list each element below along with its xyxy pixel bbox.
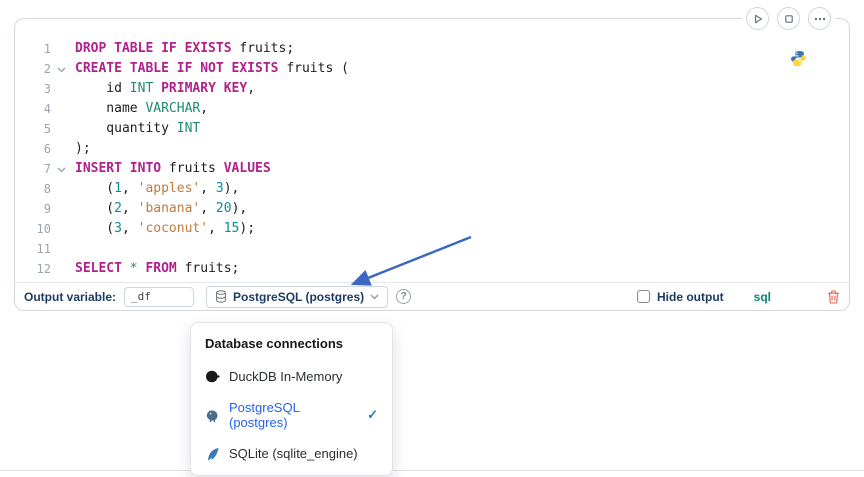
database-icon <box>216 290 226 303</box>
line-number: 6 <box>43 142 51 156</box>
line-number: 3 <box>43 82 51 96</box>
question-circle-icon: ? <box>400 291 407 302</box>
fold-spacer <box>51 179 71 199</box>
help-button[interactable]: ? <box>396 289 412 304</box>
line-number: 4 <box>43 102 51 116</box>
line-number: 9 <box>43 202 51 216</box>
line-number: 11 <box>36 242 51 256</box>
code-line[interactable]: SELECT * FROM fruits; <box>75 261 240 276</box>
sqlite-icon <box>205 446 220 461</box>
code-line[interactable]: CREATE TABLE IF NOT EXISTS fruits ( <box>75 61 349 76</box>
connection-selected-label: PostgreSQL (postgres) <box>233 289 365 304</box>
duckdb-icon <box>205 369 220 384</box>
fold-spacer <box>51 139 71 159</box>
code-line[interactable]: (2, 'banana', 20), <box>75 201 248 216</box>
code-line[interactable]: (3, 'coconut', 15); <box>75 221 256 236</box>
connection-dropdown-button[interactable]: PostgreSQL (postgres) <box>206 285 389 308</box>
line-number: 2 <box>43 62 51 76</box>
fold-spacer <box>51 239 71 259</box>
line-number: 12 <box>36 262 51 276</box>
fold-spacer <box>51 99 71 119</box>
fold-spacer <box>51 39 71 59</box>
line-number: 7 <box>43 162 51 176</box>
fold-spacer <box>51 219 71 239</box>
page-divider <box>0 470 864 471</box>
menu-title: Database connections <box>205 336 343 351</box>
code-line[interactable]: ); <box>75 141 91 156</box>
code-line[interactable] <box>75 239 849 259</box>
stop-icon <box>784 14 793 23</box>
menu-item-duckdb[interactable]: DuckDB In-Memory <box>191 361 392 392</box>
postgres-icon <box>205 408 220 423</box>
fold-spacer <box>51 259 71 279</box>
more-actions-button[interactable] <box>808 7 831 30</box>
line-number: 8 <box>43 182 51 196</box>
check-icon: ✓ <box>367 407 378 422</box>
output-variable-input[interactable] <box>124 286 195 307</box>
menu-item-label: DuckDB In-Memory <box>229 369 343 384</box>
database-connections-menu: Database connections DuckDB In-Memory Po… <box>190 322 393 476</box>
hide-output-label[interactable]: Hide output <box>657 289 724 304</box>
code-line[interactable]: (1, 'apples', 3), <box>75 181 240 196</box>
fold-chevron-icon[interactable] <box>51 159 71 179</box>
fold-spacer <box>51 199 71 219</box>
trash-icon <box>828 289 839 304</box>
chevron-down-icon <box>370 294 379 299</box>
run-button[interactable] <box>746 7 769 30</box>
code-lines[interactable]: DROP TABLE IF EXISTS fruits; CREATE TABLE… <box>75 39 849 282</box>
menu-item-label: PostgreSQL (postgres) <box>229 400 300 430</box>
line-number: 10 <box>36 222 51 236</box>
menu-item-postgres[interactable]: PostgreSQL (postgres) ✓ <box>191 392 392 438</box>
code-line[interactable]: name VARCHAR, <box>75 101 209 116</box>
ellipsis-icon <box>814 17 825 20</box>
menu-item-sqlite[interactable]: SQLite (sqlite_engine) <box>191 438 392 469</box>
fold-spacer <box>51 119 71 139</box>
language-badge: sql <box>753 289 771 304</box>
cell-run-controls <box>742 6 835 31</box>
line-number: 1 <box>43 42 51 56</box>
code-line[interactable]: id INT PRIMARY KEY, <box>75 81 256 96</box>
menu-item-label: SQLite (sqlite_engine) <box>229 446 358 461</box>
line-number: 5 <box>43 122 51 136</box>
code-line[interactable]: INSERT INTO fruits VALUES <box>75 161 271 176</box>
delete-cell-button[interactable] <box>827 289 840 304</box>
code-line[interactable]: quantity INT <box>75 121 201 136</box>
cell-footer-toolbar: Output variable: PostgreSQL (postgres) ?… <box>15 282 849 310</box>
python-icon[interactable] <box>790 50 807 67</box>
fold-chevron-icon[interactable] <box>51 59 71 79</box>
toolbar-right-group: Hide output sql <box>637 290 840 304</box>
output-variable-label: Output variable: <box>24 289 117 304</box>
interrupt-button[interactable] <box>777 7 800 30</box>
hide-output-checkbox[interactable] <box>637 290 650 303</box>
play-icon <box>754 14 762 23</box>
code-line[interactable]: DROP TABLE IF EXISTS fruits; <box>75 41 295 56</box>
fold-spacer <box>51 79 71 99</box>
